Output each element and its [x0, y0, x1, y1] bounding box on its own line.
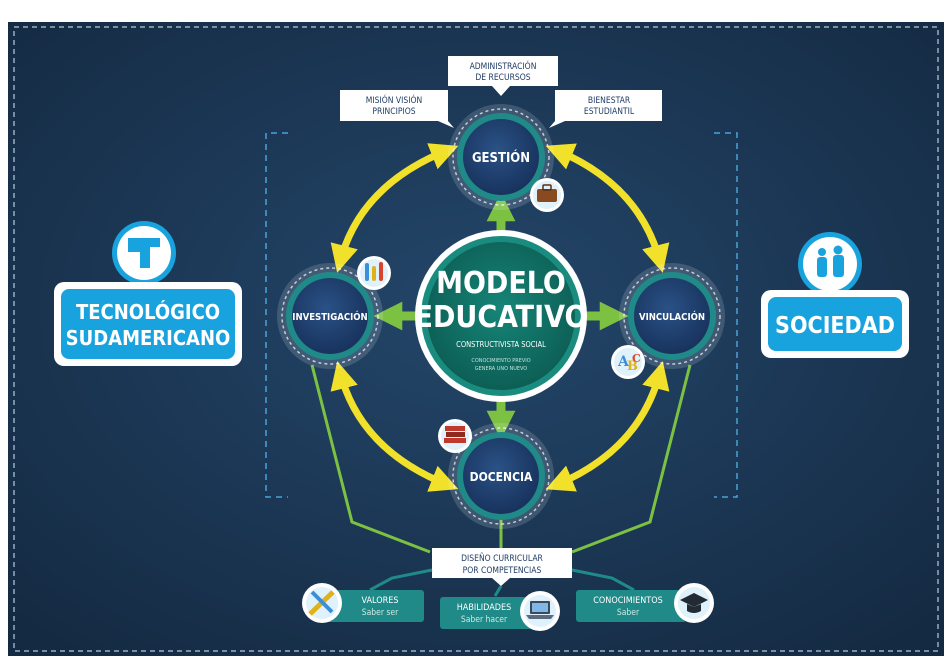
callout-mision-line2: PRINCIPIOS — [372, 107, 415, 117]
conocimientos-sub: Saber — [617, 608, 640, 618]
outer-dashed-border — [13, 26, 939, 652]
right-badge-sociedad[interactable]: SOCIEDAD — [761, 290, 909, 358]
left-badge-tecnologico[interactable]: TECNOLÓGICO SUDAMERICANO — [54, 282, 242, 366]
habilidades-sub: Saber hacer — [461, 615, 508, 625]
yellow-cycle-arrows — [330, 143, 670, 492]
node-investigacion[interactable]: INVESTIGACIÓN — [277, 263, 383, 369]
callout-bienestar-line2: ESTUDIANTIL — [584, 107, 635, 117]
node-gestion[interactable]: GESTIÓN — [448, 104, 554, 210]
funnel-right — [571, 364, 692, 554]
svg-text:C: C — [632, 352, 641, 365]
node-investigacion-label: INVESTIGACIÓN — [292, 311, 367, 323]
pill-conocimientos[interactable]: CONOCIMIENTOS Saber — [576, 590, 686, 622]
node-vinculacion-label: VINCULACIÓN — [639, 311, 705, 323]
callout-administracion-line1: ADMINISTRACIÓN — [470, 60, 537, 72]
arrow-gestion-investigacion — [330, 143, 459, 273]
laptop-icon — [520, 591, 560, 631]
pill-valores[interactable]: VALORES Saber ser — [326, 590, 424, 622]
center-note-line2: GENERA UNO NUEVO — [475, 366, 527, 372]
center-modelo-educativo[interactable]: MODELO EDUCATIVO CONSTRUCTIVISTA SOCIAL … — [415, 230, 588, 402]
left-badge-line1: TECNOLÓGICO — [76, 300, 220, 324]
arrow-vinculacion-docencia — [545, 361, 670, 492]
callout-bienestar-line1: BIENESTAR — [588, 96, 631, 106]
node-docencia-label: DOCENCIA — [470, 470, 533, 484]
center-note-line1: CONOCIMIENTO PREVIO — [471, 358, 530, 364]
curriculum-line2: POR COMPETENCIAS — [463, 566, 542, 576]
callout-bienestar: BIENESTAR ESTUDIANTIL — [549, 90, 662, 128]
conocimientos-title: CONOCIMIENTOS — [593, 596, 663, 606]
callout-mision: MISIÓN VISIÓN PRINCIPIOS — [340, 90, 454, 128]
lab-flask-icon — [357, 256, 391, 290]
right-badge-label: SOCIEDAD — [775, 313, 895, 339]
curriculum-connectors — [369, 568, 635, 597]
center-subtitle: CONSTRUCTIVISTA SOCIAL — [456, 340, 546, 349]
arrow-investigacion-docencia — [330, 361, 459, 492]
left-bracket — [265, 132, 288, 498]
tecnologico-logo-icon — [112, 221, 176, 285]
curriculum-line1: DISEÑO CURRICULAR — [461, 553, 543, 564]
people-group-icon — [798, 232, 862, 296]
center-title-line2: EDUCATIVO — [415, 300, 588, 335]
abc-blocks-icon: A B C — [611, 345, 645, 379]
curriculum-box[interactable]: DISEÑO CURRICULAR POR COMPETENCIAS — [432, 548, 572, 586]
valores-sub: Saber ser — [362, 608, 399, 618]
svg-text:B: B — [627, 359, 638, 374]
green-funnel-lines — [310, 364, 692, 554]
arrow-gestion-vinculacion — [545, 143, 670, 273]
pill-habilidades[interactable]: HABILIDADES Saber hacer — [440, 597, 536, 629]
node-gestion-label: GESTIÓN — [472, 150, 530, 166]
funnel-left — [310, 364, 431, 554]
callout-mision-line1: MISIÓN VISIÓN — [366, 94, 422, 106]
center-title-line1: MODELO — [436, 266, 566, 301]
callout-administracion: ADMINISTRACIÓN DE RECURSOS — [448, 56, 558, 96]
valores-title: VALORES — [362, 596, 399, 606]
svg-text:A: A — [617, 354, 630, 370]
callout-administracion-line2: DE RECURSOS — [475, 73, 530, 83]
node-docencia[interactable]: DOCENCIA — [448, 423, 554, 529]
habilidades-title: HABILIDADES — [457, 603, 512, 613]
right-bracket — [714, 132, 738, 498]
graduation-cap-icon — [674, 583, 714, 623]
briefcase-icon — [530, 178, 564, 212]
pencil-ruler-icon — [302, 583, 342, 623]
left-badge-line2: SUDAMERICANO — [66, 326, 231, 350]
node-vinculacion[interactable]: VINCULACIÓN — [619, 263, 725, 369]
books-icon — [438, 419, 472, 453]
